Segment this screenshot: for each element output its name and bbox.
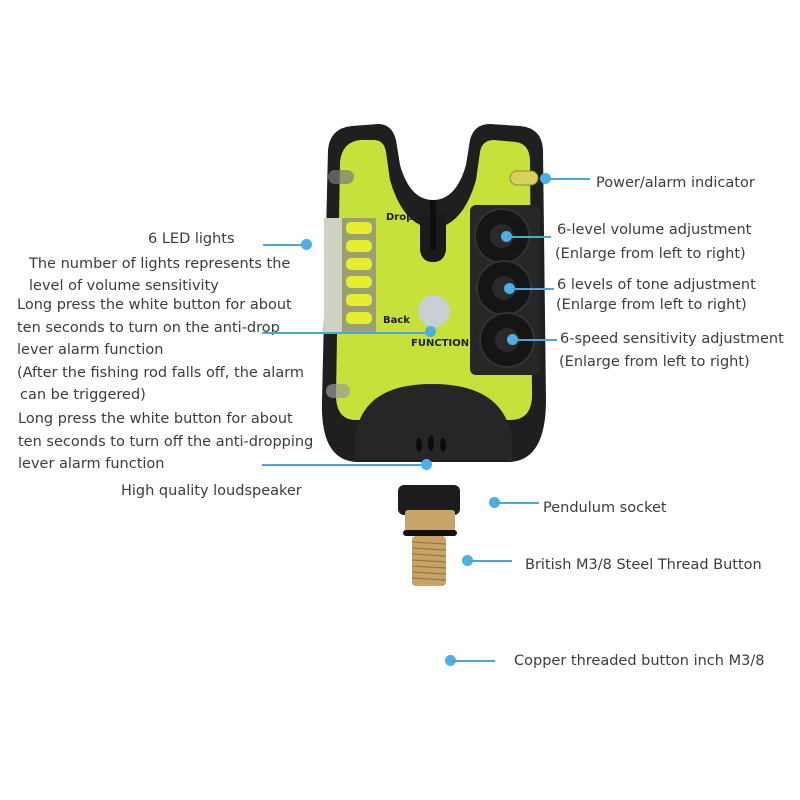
function-button [418,295,450,327]
volume-sub: (Enlarge from left to right) [555,246,746,262]
pendulum-label: Pendulum socket [543,500,667,516]
led-desc-2: level of volume sensitivity [29,278,219,294]
thread-dot-icon [462,555,473,566]
anti-drop-off-2: ten seconds to turn off the anti-droppin… [18,434,314,450]
power-leader-line [546,178,590,180]
copper-label: Copper threaded button inch M3/8 [514,653,765,669]
volume-label: 6-level volume adjustment [557,222,752,238]
anti-drop-off-1: Long press the white button for about [18,411,293,427]
pendulum-dot-icon [489,497,500,508]
pendulum-leader-line [495,502,539,504]
led-dot-icon [301,239,312,250]
anti-drop-off-3: lever alarm function [18,456,165,472]
power-led [509,170,539,186]
function-label: FUNCTION [411,338,470,349]
tone-label: 6 levels of tone adjustment [557,277,756,293]
led-title: 6 LED lights [148,231,235,247]
led-leader-line [263,244,305,246]
anti-drop-on-2: ten seconds to turn on the anti-drop [17,320,280,336]
thread-label: British M3/8 Steel Thread Button [525,557,762,573]
copper-dot-icon [445,655,456,666]
anti-drop-on-1: Long press the white button for about [17,297,292,313]
sensitivity-sub: (Enlarge from left to right) [559,354,750,370]
trigger-note-1: (After the fishing rod falls off, the al… [17,365,305,381]
trigger-note-2: can be triggered) [20,387,146,403]
function-leader-line [262,332,430,334]
power-label: Power/alarm indicator [596,175,755,191]
function-dot-icon [425,326,436,337]
speaker-dot-icon [421,459,432,470]
sensitivity-label: 6-speed sensitivity adjustment [560,331,784,347]
volume-leader-line [507,236,551,238]
drop-label: Drop [386,212,414,223]
volume-dot-icon [501,231,512,242]
led-lights [346,222,372,324]
speaker-label: High quality loudspeaker [121,483,302,499]
thread-leader-line [468,560,512,562]
mount-base [398,485,460,515]
tone-leader-line [510,288,554,290]
tone-dot-icon [504,283,515,294]
speaker-leader-line [262,464,426,466]
sensitivity-leader-line [513,339,557,341]
led-desc-1: The number of lights represents the [29,256,291,272]
knurled-nut [405,510,455,532]
anti-drop-on-3: lever alarm function [17,342,164,358]
power-dot-icon [540,173,551,184]
copper-leader-line [451,660,495,662]
back-label: Back [383,315,410,326]
speaker [355,384,512,460]
sensitivity-dot-icon [507,334,518,345]
tone-sub: (Enlarge from left to right) [556,297,747,313]
